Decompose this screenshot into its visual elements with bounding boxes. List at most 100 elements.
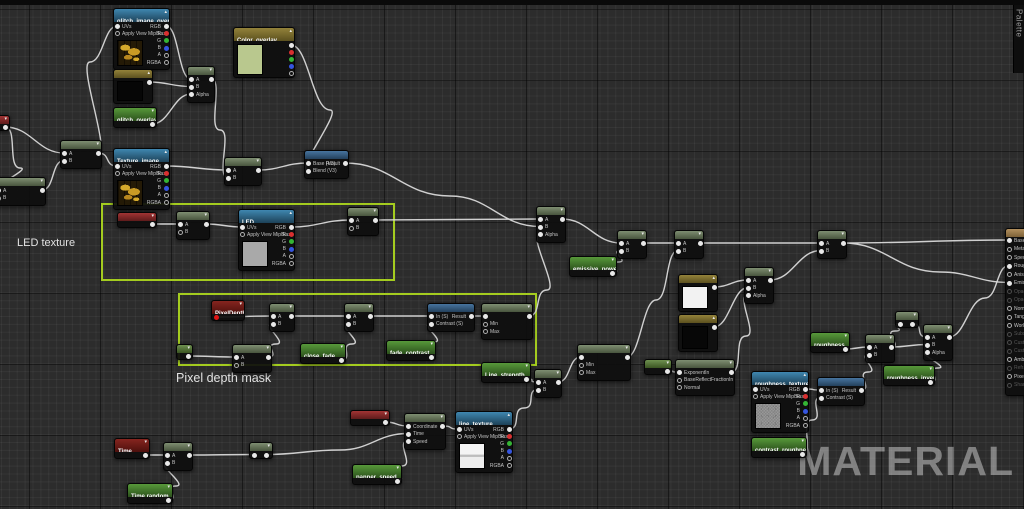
output-pin-A[interactable] xyxy=(164,52,169,58)
output-pin-G[interactable] xyxy=(289,239,294,245)
dropdown-icon[interactable]: ▾ xyxy=(96,141,99,147)
input-pin-A[interactable] xyxy=(925,335,930,340)
wire[interactable] xyxy=(626,249,679,358)
collapse-icon[interactable]: ▴ xyxy=(289,28,292,34)
dropdown-icon[interactable]: ▾ xyxy=(929,366,932,372)
output-pin[interactable] xyxy=(214,315,219,320)
dropdown-icon[interactable]: ▾ xyxy=(187,345,190,351)
node-mul-led[interactable]: Multiply▾AB xyxy=(347,207,379,236)
output-pin-0[interactable] xyxy=(768,278,773,283)
output-pin-RGB[interactable] xyxy=(164,24,169,29)
node-mul-time[interactable]: Multiply▾AB xyxy=(163,442,193,471)
output-pin[interactable] xyxy=(843,347,848,352)
node-rough-tex[interactable]: roughness_texture▴Param2DUVsApply View M… xyxy=(751,371,809,434)
output-pin-0[interactable] xyxy=(40,188,45,193)
output-pin[interactable] xyxy=(928,380,933,385)
input-pin-B[interactable] xyxy=(271,321,276,327)
node-glitch-tex[interactable]: glitch_image_overlay▴Param2DUVsApply Vie… xyxy=(113,8,170,71)
output-pin[interactable] xyxy=(800,452,805,457)
output-pin-0[interactable] xyxy=(147,80,152,85)
dropdown-icon[interactable]: ▾ xyxy=(209,67,212,73)
input-pin-Base (V3)[interactable] xyxy=(306,161,311,166)
output-pin-G[interactable] xyxy=(164,178,169,184)
collapse-icon[interactable]: ▴ xyxy=(803,372,806,378)
dropdown-icon[interactable]: ▾ xyxy=(913,312,916,318)
output-pin-G[interactable] xyxy=(507,441,512,447)
output-pin-0[interactable] xyxy=(256,168,261,173)
node-color-ov[interactable]: Color_overlay▴Param (0.33,0.5,0.13,1) xyxy=(233,27,295,78)
output-pin-G[interactable] xyxy=(803,401,808,407)
output-pin-0[interactable] xyxy=(889,345,894,350)
node-add-2[interactable]: Add▾AB xyxy=(224,157,262,186)
node-blend-ov[interactable]: Blend_OverlayBase (V3)Blend (V3)Result xyxy=(304,150,349,179)
dropdown-icon[interactable]: ▾ xyxy=(267,443,270,449)
material-input-pin-Custom Data 0[interactable] xyxy=(1007,340,1012,345)
dropdown-icon[interactable]: ▾ xyxy=(144,439,147,445)
material-input-pin-Opacity Mask[interactable] xyxy=(1007,297,1012,303)
input-pin-A[interactable] xyxy=(746,278,751,283)
dropdown-icon[interactable]: ▾ xyxy=(368,304,371,310)
input-pin-Contrast (S)[interactable] xyxy=(819,395,824,401)
dropdown-icon[interactable]: ▾ xyxy=(698,231,701,237)
input-pin-UVs[interactable] xyxy=(457,427,462,432)
output-pin-Result[interactable] xyxy=(343,161,348,166)
node-line-tex[interactable]: line_texture▴Param2DUVsApply View MipBia… xyxy=(455,411,513,474)
input-pin-A[interactable] xyxy=(0,188,1,193)
node-glitch-int[interactable]: glitch_overlay_int▾Param (0) xyxy=(113,107,157,128)
output-pin-0[interactable] xyxy=(729,370,734,375)
input-pin-0[interactable] xyxy=(579,355,584,360)
output-pin-0[interactable] xyxy=(560,217,565,222)
input-pin-A[interactable] xyxy=(226,168,231,173)
input-pin-Min[interactable] xyxy=(579,362,584,368)
output-pin[interactable] xyxy=(383,420,388,425)
input-pin-B[interactable] xyxy=(619,248,624,254)
output-pin[interactable] xyxy=(186,354,191,359)
material-input-pin-Anisotropy[interactable] xyxy=(1007,272,1012,277)
dropdown-icon[interactable]: ▾ xyxy=(40,178,43,184)
input-pin-UVs[interactable] xyxy=(240,225,245,230)
output-pin[interactable] xyxy=(665,369,670,374)
output-pin-R[interactable] xyxy=(803,394,808,400)
input-pin-Alpha[interactable] xyxy=(746,293,751,298)
output-pin-A[interactable] xyxy=(164,192,169,198)
wire[interactable] xyxy=(151,93,192,125)
output-pin-3[interactable] xyxy=(289,64,294,69)
input-pin-0[interactable] xyxy=(483,314,488,319)
collapse-icon[interactable]: ▴ xyxy=(289,210,292,216)
material-input-pin-Opacity[interactable] xyxy=(1007,289,1012,294)
output-pin-RGB[interactable] xyxy=(164,164,169,169)
input-pin-Max[interactable] xyxy=(579,370,584,375)
node-pixeldepth[interactable]: PixelDepth▾Input Data xyxy=(211,300,245,321)
output-pin-Result[interactable] xyxy=(859,388,864,393)
output-pin-B[interactable] xyxy=(164,185,169,191)
output-pin-R[interactable] xyxy=(507,434,512,440)
input-pin-A[interactable] xyxy=(349,218,354,223)
output-pin-0[interactable] xyxy=(641,241,646,246)
output-pin-0[interactable] xyxy=(712,325,717,330)
input-pin-In (S)[interactable] xyxy=(819,388,824,393)
node-black-1[interactable]: 0,0,0▴ xyxy=(113,69,153,104)
input-pin-A[interactable] xyxy=(619,241,624,246)
input-pin-A[interactable] xyxy=(165,453,170,458)
dropdown-icon[interactable]: ▾ xyxy=(889,335,892,341)
wire[interactable] xyxy=(188,453,255,456)
input-pin-Apply View MipBias[interactable] xyxy=(240,232,245,238)
dropdown-icon[interactable]: ▾ xyxy=(266,345,269,351)
output-pin[interactable] xyxy=(3,125,8,130)
input-pin-In (S)[interactable] xyxy=(429,314,434,319)
node-mul-b[interactable]: Multiply▾AB xyxy=(674,230,704,259)
input-pin-Contrast (S)[interactable] xyxy=(429,321,434,327)
input-pin-A[interactable] xyxy=(819,241,824,246)
node-subtract[interactable]: Subtract▾AB xyxy=(344,303,374,332)
dropdown-icon[interactable]: ▾ xyxy=(560,207,563,213)
output-pin-2[interactable] xyxy=(289,57,294,62)
wire[interactable] xyxy=(948,264,1010,338)
input-pin-A[interactable] xyxy=(867,345,872,350)
wire[interactable] xyxy=(713,279,749,288)
material-input-pin-Emissive Color[interactable] xyxy=(1007,280,1012,286)
output-pin-0[interactable] xyxy=(698,241,703,246)
dropdown-icon[interactable]: ▾ xyxy=(527,304,530,310)
node-divide[interactable]: Divide▾AB xyxy=(269,303,295,332)
